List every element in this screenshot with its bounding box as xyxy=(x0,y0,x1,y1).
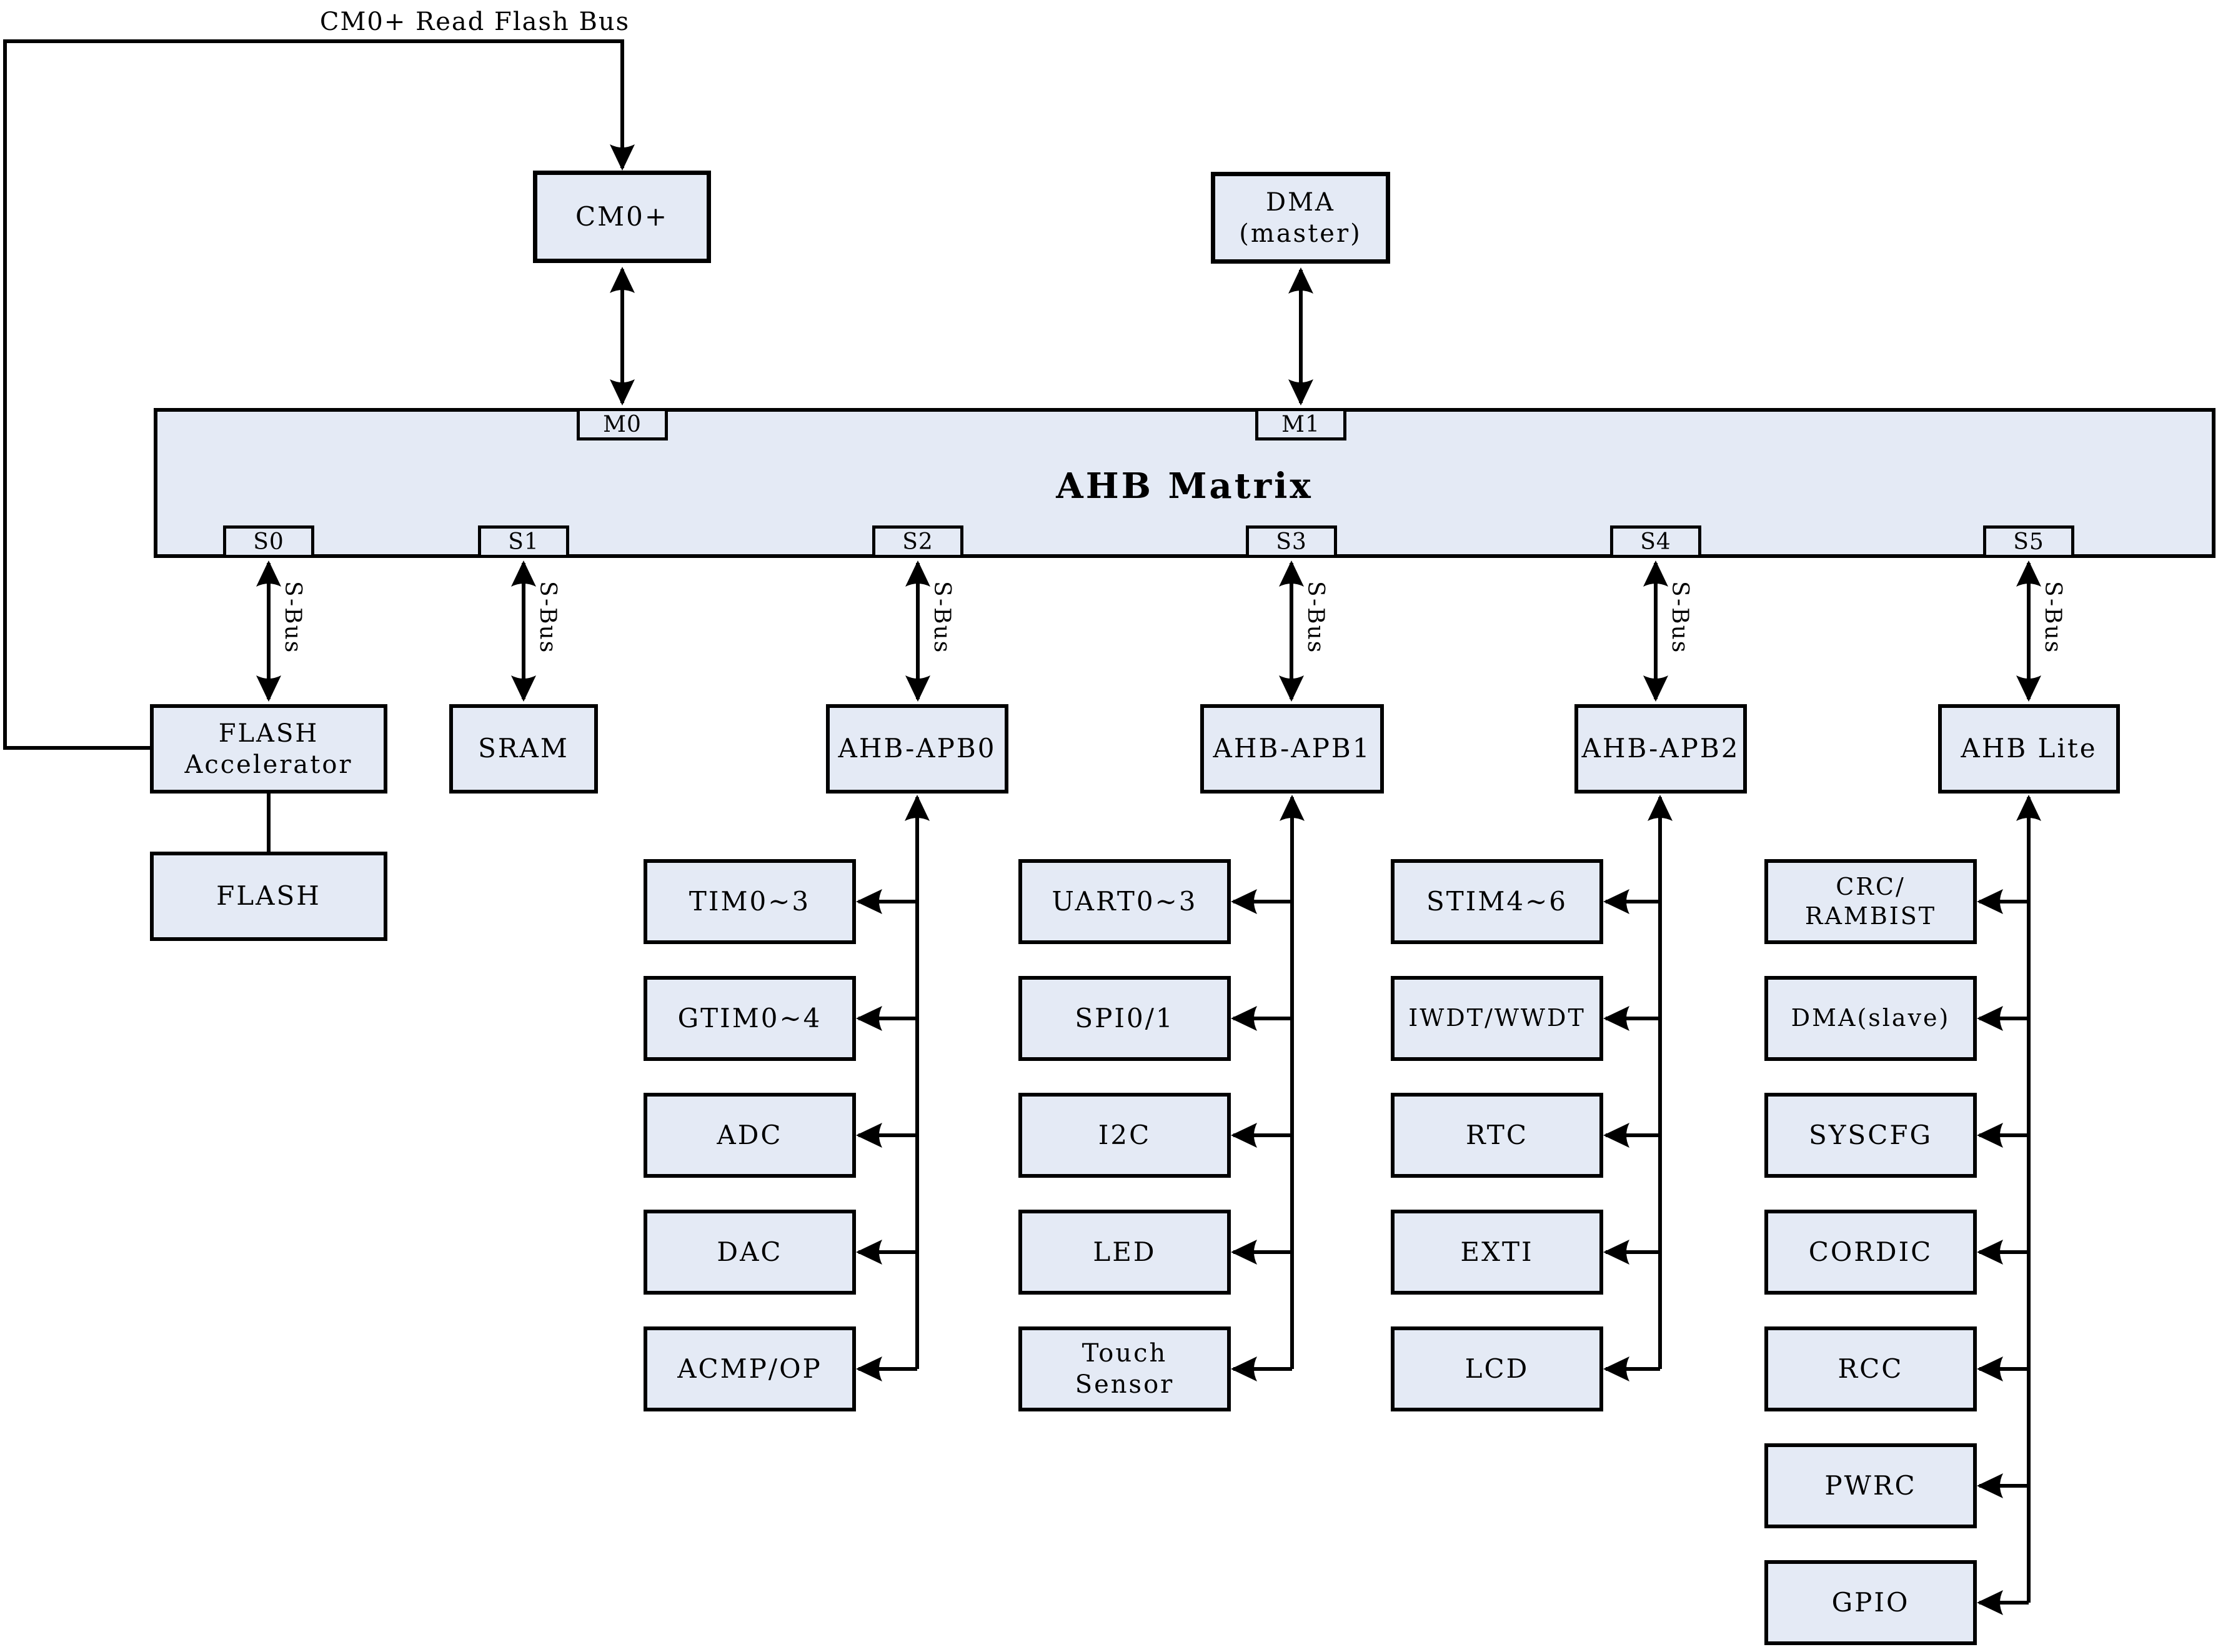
s5-sbus-label: S-Bus xyxy=(2040,581,2066,654)
pwrc-box: PWRC xyxy=(1764,1443,1977,1528)
s3-sbus-label: S-Bus xyxy=(1303,581,1328,654)
sram-box: SRAM xyxy=(449,704,598,794)
lcd-box: LCD xyxy=(1391,1326,1603,1411)
s2-sbus-label: S-Bus xyxy=(929,581,955,654)
spi-box: SPI0/1 xyxy=(1018,976,1231,1061)
dma-slave-box: DMA(slave) xyxy=(1764,976,1977,1061)
i2c-box: I2C xyxy=(1018,1093,1231,1178)
rcc-box: RCC xyxy=(1764,1326,1977,1411)
flash-accelerator-box: FLASH Accelerator xyxy=(150,704,387,794)
adc-box: ADC xyxy=(644,1093,856,1178)
stim-box: STIM4~6 xyxy=(1391,859,1603,944)
acmp-op-box: ACMP/OP xyxy=(644,1326,856,1411)
syscfg-box: SYSCFG xyxy=(1764,1093,1977,1178)
matrix-port-s1: S1 xyxy=(478,525,569,558)
ahb-apb1-box: AHB-APB1 xyxy=(1200,704,1384,794)
flash-box: FLASH xyxy=(150,852,387,941)
gtim-box: GTIM0~4 xyxy=(644,976,856,1061)
s1-sbus-label: S-Bus xyxy=(535,581,560,654)
matrix-port-m0: M0 xyxy=(577,408,668,440)
cm0-read-flash-bus-line xyxy=(3,39,635,750)
uart-box: UART0~3 xyxy=(1018,859,1231,944)
ahb-lite-box: AHB Lite xyxy=(1938,704,2120,794)
s4-sbus-label: S-Bus xyxy=(1667,581,1693,654)
cm0-read-flash-bus-label: CM0+ Read Flash Bus xyxy=(319,7,630,36)
matrix-port-s2: S2 xyxy=(872,525,963,558)
crc-rambist-box: CRC/ RAMBIST xyxy=(1764,859,1977,944)
s0-sbus-label: S-Bus xyxy=(280,581,306,654)
exti-box: EXTI xyxy=(1391,1210,1603,1295)
ahb-apb0-box: AHB-APB0 xyxy=(826,704,1008,794)
cm0-box: CM0+ xyxy=(533,171,711,263)
matrix-port-s0: S0 xyxy=(223,525,314,558)
touch-sensor-box: Touch Sensor xyxy=(1018,1326,1231,1411)
tim-box: TIM0~3 xyxy=(644,859,856,944)
ahb-apb2-box: AHB-APB2 xyxy=(1574,704,1747,794)
dma-master-box: DMA (master) xyxy=(1211,172,1390,264)
dac-box: DAC xyxy=(644,1210,856,1295)
led-box: LED xyxy=(1018,1210,1231,1295)
matrix-port-s3: S3 xyxy=(1246,525,1337,558)
ahb-matrix-title: AHB Matrix xyxy=(1056,465,1313,507)
matrix-port-m1: M1 xyxy=(1255,408,1346,440)
iwdt-wwdt-box: IWDT/WWDT xyxy=(1391,976,1603,1061)
cordic-box: CORDIC xyxy=(1764,1210,1977,1295)
gpio-box: GPIO xyxy=(1764,1560,1977,1645)
matrix-port-s5: S5 xyxy=(1983,525,2074,558)
rtc-box: RTC xyxy=(1391,1093,1603,1178)
matrix-port-s4: S4 xyxy=(1610,525,1701,558)
